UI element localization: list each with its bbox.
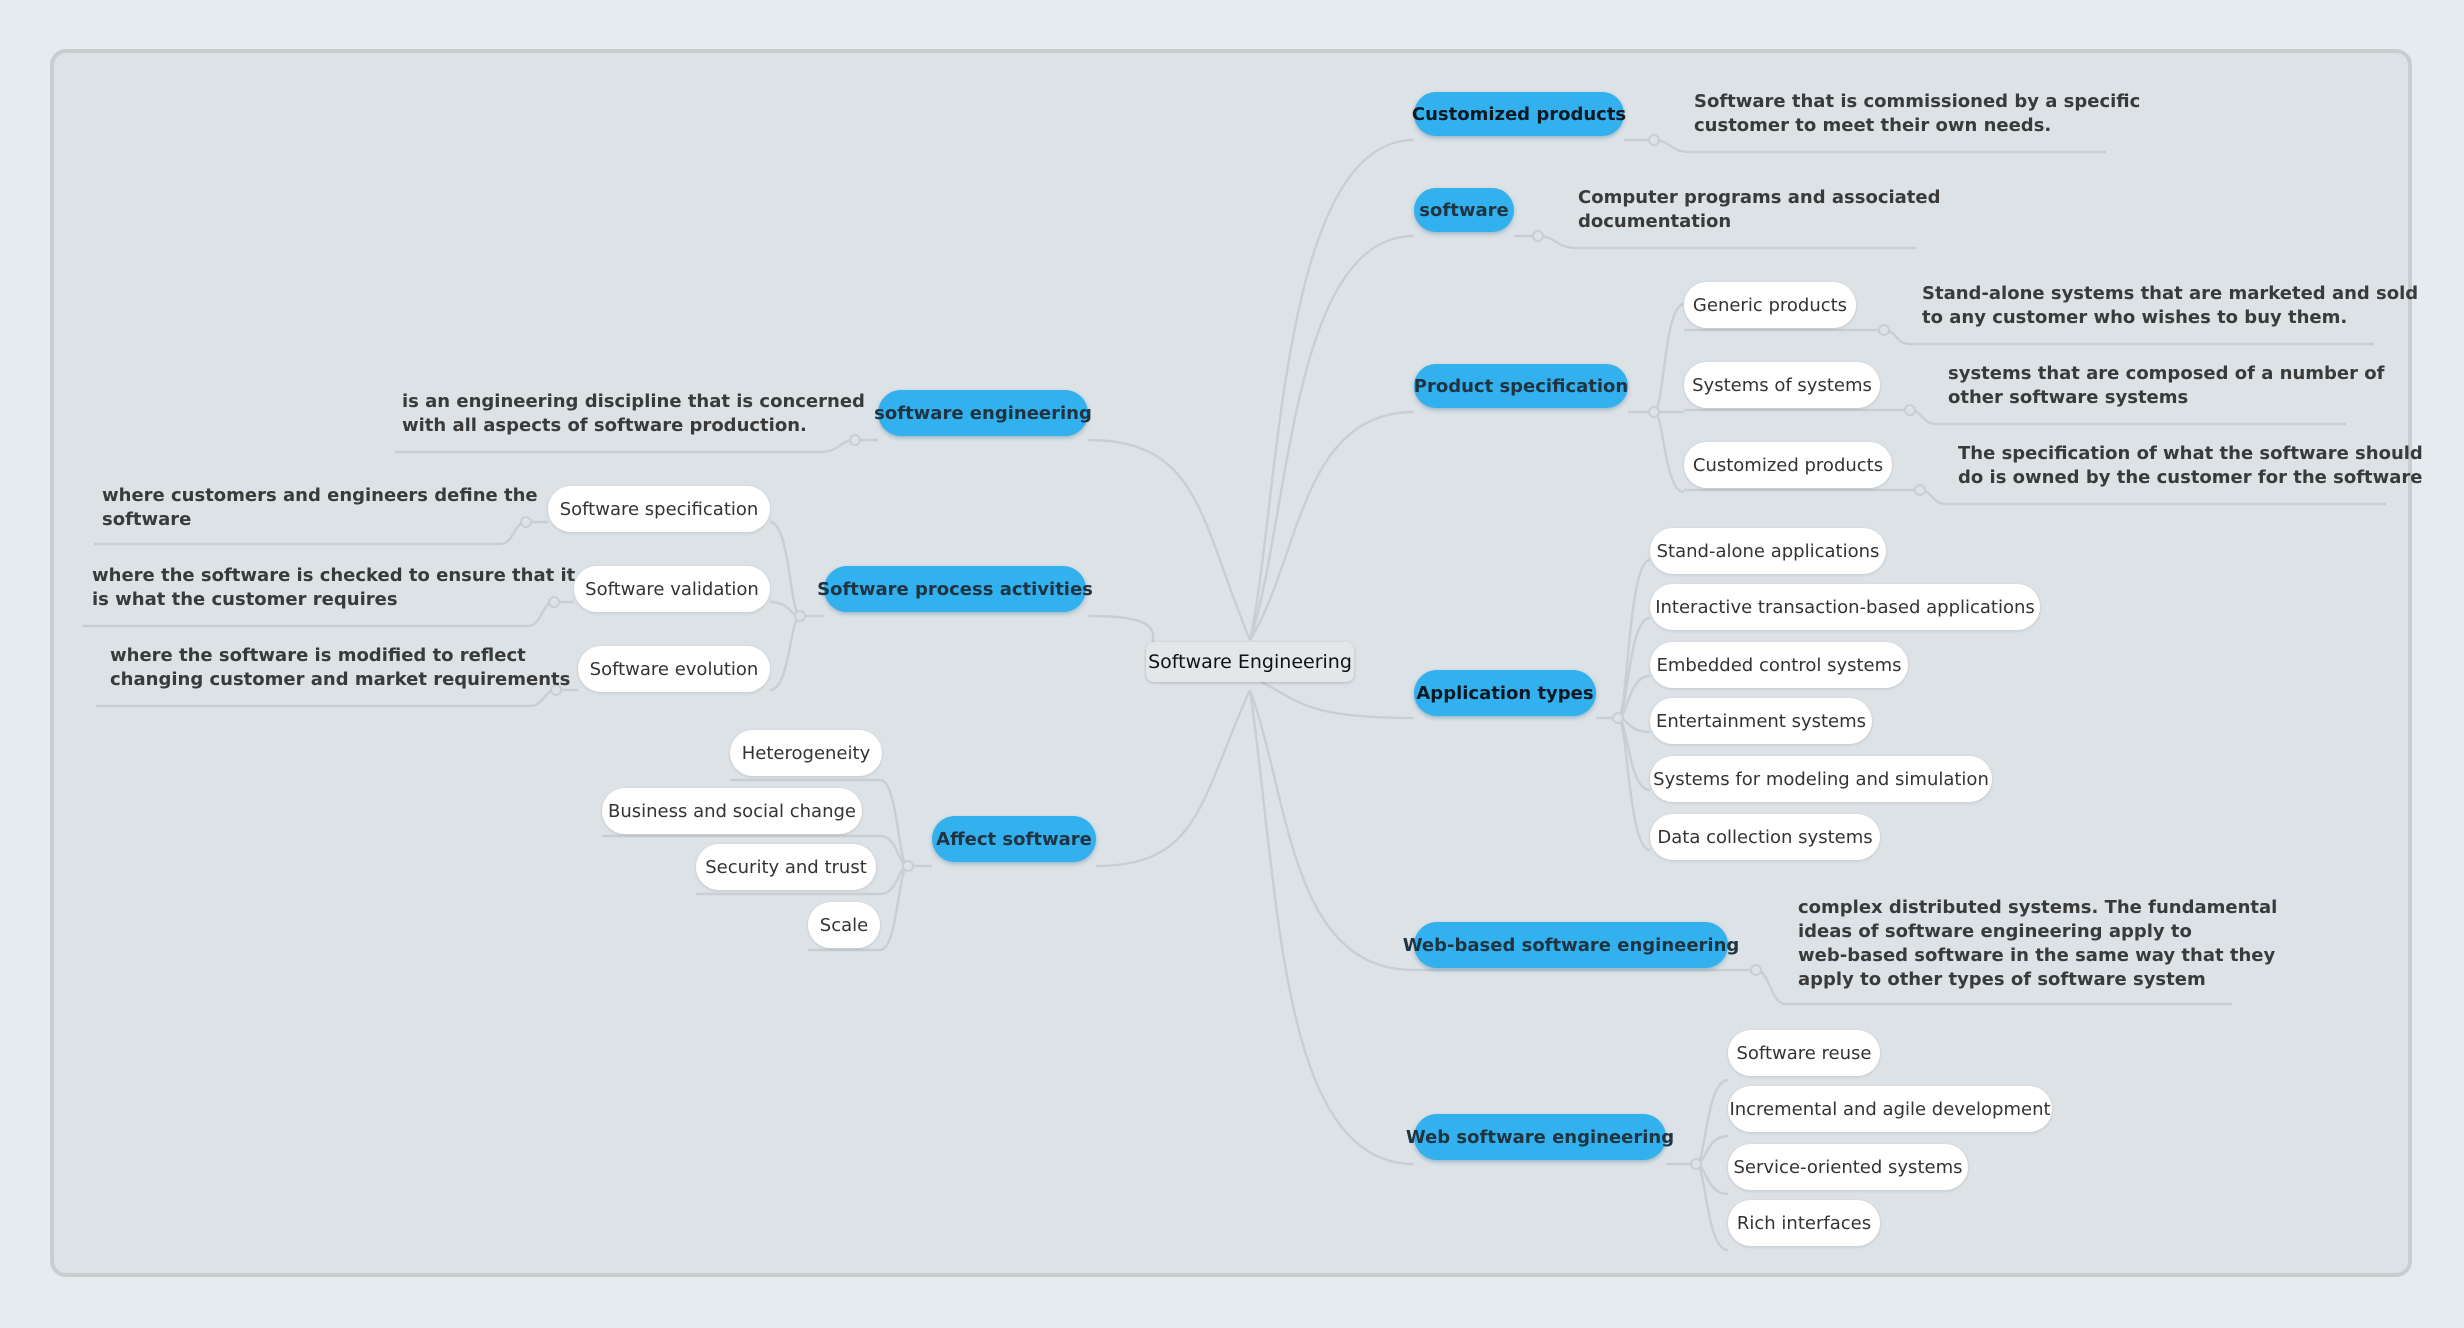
note-software-evolution: where the software is modified to reflec… [110, 645, 571, 690]
note-software-specification: where customers and engineers define the… [102, 485, 538, 530]
note-web-based-software-engineering: complex distributed systems. The fundame… [1798, 897, 2278, 990]
note-generic-products: Stand-alone systems that are marketed an… [1922, 283, 2419, 328]
app-type-modeling-simulation[interactable]: Systems for modeling and simulation [1650, 756, 1992, 802]
connector [1095, 689, 1252, 868]
connector [1087, 614, 1155, 661]
web-item-incremental-agile[interactable]: Incremental and agile development [1728, 1086, 2052, 1132]
connector [1684, 328, 2374, 346]
app-type-interactive-transaction[interactable]: Interactive transaction-based applicatio… [1650, 584, 2040, 630]
web-item-service-oriented[interactable]: Service-oriented systems [1728, 1144, 1968, 1190]
note-software: Computer programs and associated documen… [1578, 187, 1941, 232]
affect-item-security-trust[interactable]: Security and trust [696, 844, 876, 890]
process-item-software-validation[interactable]: Software validation [574, 566, 770, 612]
app-type-entertainment[interactable]: Entertainment systems [1650, 698, 1872, 744]
connector [1684, 488, 2386, 506]
connector [1087, 438, 1252, 641]
connector [1694, 1162, 1729, 1252]
note-customized-products: Software that is commissioned by a speci… [1694, 91, 2141, 136]
connector [1694, 1078, 1729, 1166]
connector [1249, 674, 1415, 720]
topic-product-specification[interactable]: Product specification [1414, 364, 1628, 408]
connector [1248, 234, 1415, 641]
topic-application-types[interactable]: Application types [1414, 670, 1596, 716]
product-spec-item-generic-products[interactable]: Generic products [1684, 282, 1856, 328]
topic-customized-products[interactable]: Customized products [1412, 92, 1626, 136]
affect-item-heterogeneity[interactable]: Heterogeneity [730, 730, 882, 776]
topic-affect-software[interactable]: Affect software [932, 816, 1096, 862]
topic-software-engineering[interactable]: software engineering [874, 390, 1092, 436]
connector [1684, 408, 2346, 426]
connector [1248, 138, 1415, 641]
topic-software-process-activities[interactable]: Software process activities [817, 566, 1093, 612]
connector [1653, 410, 1685, 494]
connector [879, 864, 910, 952]
app-type-stand-alone[interactable]: Stand-alone applications [1650, 528, 1886, 574]
connector [769, 614, 801, 692]
connector [1248, 689, 1415, 972]
app-type-data-collection[interactable]: Data collection systems [1650, 814, 1880, 860]
product-spec-item-systems-of-systems[interactable]: Systems of systems [1684, 362, 1880, 408]
connector [1248, 410, 1415, 641]
connector [1248, 689, 1415, 1166]
note-customized-products-spec: The specification of what the software s… [1958, 443, 2423, 488]
connector [1514, 234, 1916, 250]
process-item-software-evolution[interactable]: Software evolution [578, 646, 770, 692]
topic-software[interactable]: software [1414, 188, 1514, 232]
connector [1624, 138, 2106, 154]
product-spec-item-customized-products[interactable]: Customized products [1684, 442, 1892, 488]
connector [1616, 558, 1651, 720]
note-systems-of-systems: systems that are composed of a number of… [1948, 363, 2385, 408]
affect-item-business-social-change[interactable]: Business and social change [602, 788, 862, 834]
topic-web-based-software-engineering[interactable]: Web-based software engineering [1403, 922, 1739, 968]
connector [395, 438, 878, 454]
web-item-software-reuse[interactable]: Software reuse [1728, 1030, 1880, 1076]
app-type-embedded-control[interactable]: Embedded control systems [1650, 642, 1908, 688]
web-item-rich-interfaces[interactable]: Rich interfaces [1728, 1200, 1880, 1246]
connector [96, 688, 578, 708]
connector [1616, 616, 1651, 720]
connector [1616, 716, 1651, 852]
process-item-software-specification[interactable]: Software specification [548, 486, 770, 532]
connector [1695, 1134, 1729, 1166]
affect-item-scale[interactable]: Scale [808, 902, 880, 948]
connector [1652, 302, 1685, 414]
note-software-validation: where the software is checked to ensure … [92, 565, 576, 610]
topic-web-software-engineering[interactable]: Web software engineering [1406, 1114, 1674, 1160]
root-topic[interactable]: Software Engineering [1146, 642, 1354, 682]
note-software-engineering: is an engineering discipline that is con… [402, 391, 865, 436]
connector [879, 778, 910, 868]
